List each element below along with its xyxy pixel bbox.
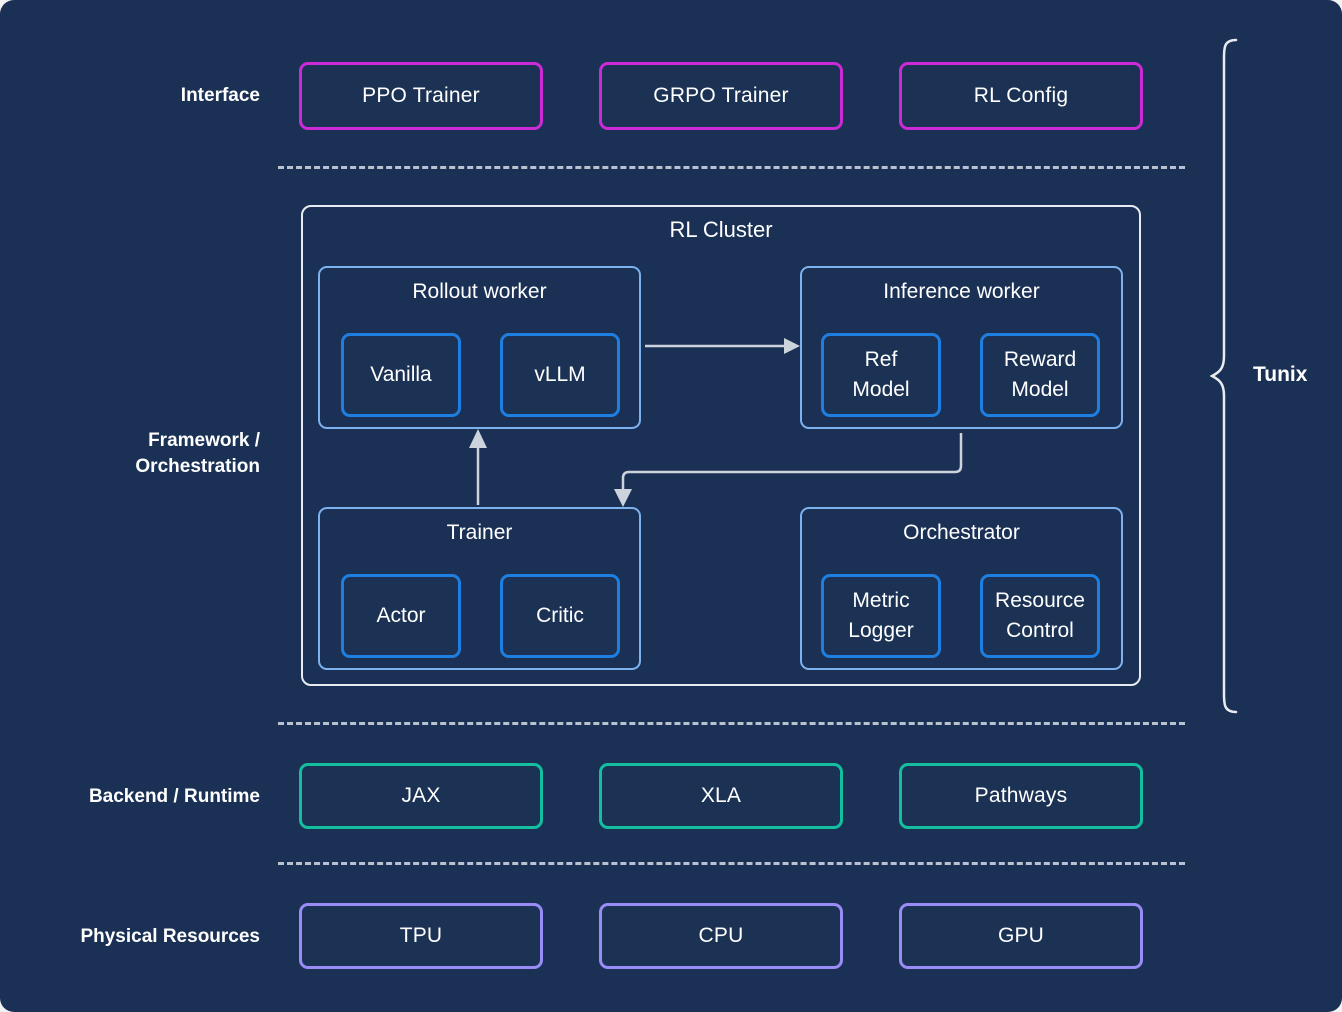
leaf-ref-model[interactable]: Ref Model — [821, 333, 941, 417]
group-orchestrator: Orchestrator — [800, 507, 1123, 670]
group-inference-worker-title: Inference worker — [883, 280, 1040, 303]
group-trainer-title: Trainer — [446, 521, 513, 544]
physical-box-gpu[interactable]: GPU — [899, 903, 1143, 969]
leaf-metric-logger[interactable]: Metric Logger — [821, 574, 941, 658]
leaf-vanilla[interactable]: Vanilla — [341, 333, 461, 417]
row-label-interface: Interface — [180, 85, 260, 106]
row-label-framework: Framework / Orchestration — [135, 430, 260, 477]
group-rollout-worker: Rollout worker — [318, 266, 641, 429]
group-inference-worker: Inference worker — [800, 266, 1123, 429]
tunix-bracket — [1209, 38, 1250, 719]
rl-cluster-title: RL Cluster — [669, 217, 773, 242]
backend-box-pathways[interactable]: Pathways — [899, 763, 1143, 829]
group-trainer: Trainer — [318, 507, 641, 670]
leaf-resource-control[interactable]: Resource Control — [980, 574, 1100, 658]
backend-box-xla[interactable]: XLA — [599, 763, 843, 829]
interface-box-rl-config[interactable]: RL Config — [899, 62, 1143, 130]
interface-box-grpo-trainer[interactable]: GRPO Trainer — [599, 62, 843, 130]
group-rollout-worker-title: Rollout worker — [412, 280, 547, 303]
physical-box-cpu[interactable]: CPU — [599, 903, 843, 969]
leaf-reward-model[interactable]: Reward Model — [980, 333, 1100, 417]
backend-box-jax[interactable]: JAX — [299, 763, 543, 829]
row-label-backend: Backend / Runtime — [88, 786, 260, 807]
group-orchestrator-title: Orchestrator — [903, 521, 1020, 544]
divider-backend-physical — [278, 862, 1185, 865]
divider-framework-backend — [278, 722, 1185, 725]
leaf-critic[interactable]: Critic — [500, 574, 620, 658]
leaf-actor[interactable]: Actor — [341, 574, 461, 658]
leaf-vllm[interactable]: vLLM — [500, 333, 620, 417]
divider-interface-framework — [278, 166, 1185, 169]
row-label-physical: Physical Resources — [80, 926, 260, 947]
tunix-bracket-label: Tunix — [1253, 363, 1308, 386]
interface-box-ppo-trainer[interactable]: PPO Trainer — [299, 62, 543, 130]
physical-box-tpu[interactable]: TPU — [299, 903, 543, 969]
rl-cluster: RL Cluster — [301, 205, 1141, 686]
